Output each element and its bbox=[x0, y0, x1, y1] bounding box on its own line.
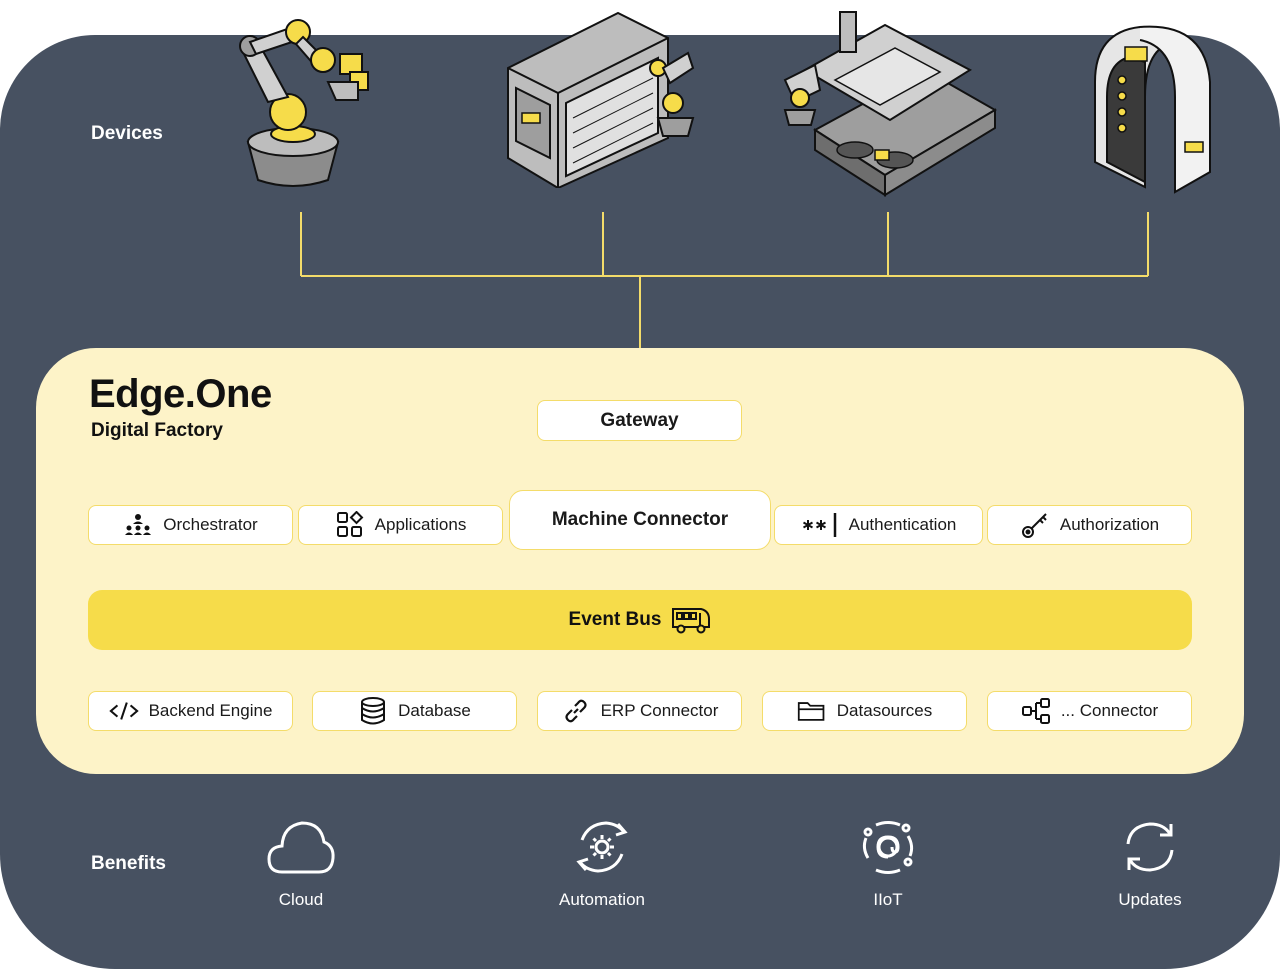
event-bus[interactable]: Event Bus bbox=[88, 590, 1192, 650]
module-datasources[interactable]: Datasources bbox=[762, 691, 967, 731]
module-other-connector[interactable]: ... Connector bbox=[987, 691, 1192, 731]
module-label: Orchestrator bbox=[163, 515, 258, 534]
benefit-automation: Automation bbox=[522, 818, 682, 910]
devices-label: Devices bbox=[91, 123, 163, 144]
module-label: Applications bbox=[374, 515, 467, 534]
code-icon bbox=[108, 696, 139, 726]
nodes-icon bbox=[1021, 696, 1051, 726]
benefit-label: Updates bbox=[1118, 890, 1182, 909]
module-applications[interactable]: Applications bbox=[298, 505, 503, 545]
booth-machine-icon bbox=[1085, 22, 1230, 202]
key-icon bbox=[1020, 510, 1050, 540]
machine-connector-label: Machine Connector bbox=[551, 509, 729, 530]
machine-connector-box[interactable]: Machine Connector bbox=[509, 490, 771, 550]
module-database[interactable]: Database bbox=[312, 691, 517, 731]
gateway-box[interactable]: Gateway bbox=[537, 400, 742, 441]
module-label: Datasources bbox=[836, 701, 933, 720]
database-icon bbox=[358, 696, 388, 726]
machining-center-icon bbox=[498, 8, 708, 193]
benefit-cloud: Cloud bbox=[221, 818, 381, 910]
authentication-icon bbox=[801, 510, 839, 540]
iiot-icon bbox=[862, 821, 914, 874]
robot-arm-icon bbox=[228, 12, 378, 197]
module-backend-engine[interactable]: Backend Engine bbox=[88, 691, 293, 731]
benefit-iiot: IIoT bbox=[808, 818, 968, 910]
module-label: Backend Engine bbox=[148, 701, 273, 720]
automation-icon bbox=[576, 821, 628, 873]
applications-icon bbox=[335, 510, 365, 540]
bus-icon bbox=[671, 605, 711, 635]
module-authentication[interactable]: Authentication bbox=[774, 505, 983, 545]
event-bus-label: Event Bus bbox=[568, 609, 662, 630]
benefit-updates: Updates bbox=[1070, 818, 1230, 910]
module-label: ... Connector bbox=[1060, 701, 1159, 720]
cloud-icon bbox=[267, 821, 335, 874]
module-label: ERP Connector bbox=[600, 701, 719, 720]
module-label: Authorization bbox=[1059, 515, 1160, 534]
benefit-label: IIoT bbox=[873, 890, 903, 909]
brand-title: Edge.One bbox=[89, 372, 272, 416]
folder-icon bbox=[797, 696, 827, 726]
assembly-machine-icon bbox=[775, 10, 1005, 215]
updates-icon bbox=[1126, 822, 1174, 872]
module-label: Database bbox=[398, 701, 471, 720]
module-label: Authentication bbox=[848, 515, 957, 534]
module-orchestrator[interactable]: Orchestrator bbox=[88, 505, 293, 545]
orchestrator-icon bbox=[123, 510, 153, 540]
benefit-label: Cloud bbox=[278, 890, 324, 909]
gateway-label: Gateway bbox=[600, 409, 679, 431]
module-erp-connector[interactable]: ERP Connector bbox=[537, 691, 742, 731]
module-authorization[interactable]: Authorization bbox=[987, 505, 1192, 545]
benefits-label: Benefits bbox=[91, 853, 166, 874]
link-icon bbox=[561, 696, 591, 726]
benefit-label: Automation bbox=[559, 890, 645, 909]
brand-subtitle: Digital Factory bbox=[91, 420, 223, 441]
